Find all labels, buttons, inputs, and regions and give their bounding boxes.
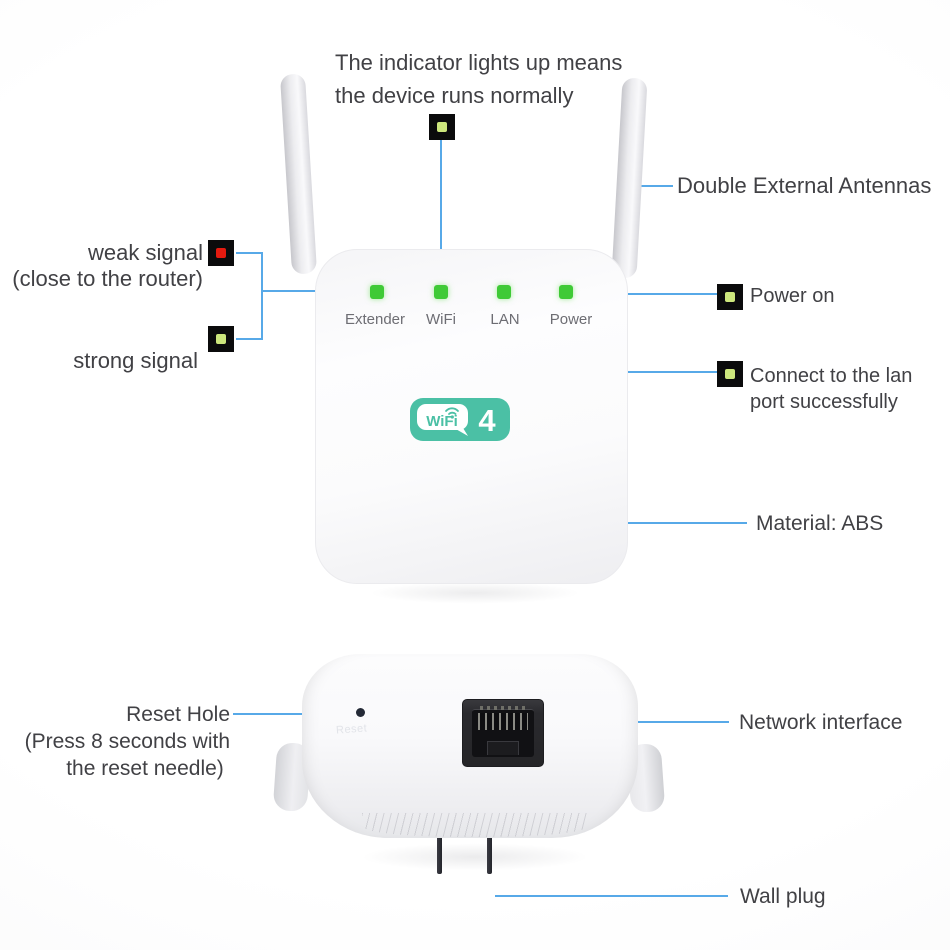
lan-led bbox=[497, 285, 511, 299]
lan-connect-line2: port successfully bbox=[750, 391, 898, 413]
reset-line3: the reset needle) bbox=[66, 757, 224, 780]
ventilation-grill bbox=[362, 813, 588, 837]
indicator-annotation-line2: the device runs normally bbox=[335, 83, 574, 108]
reset-annotation: Reset Hole (Press 8 seconds with the res… bbox=[5, 701, 230, 782]
material-callout-line bbox=[592, 522, 747, 524]
weak-signal-line1: weak signal bbox=[88, 240, 203, 265]
logo-number-text: 4 bbox=[478, 403, 496, 438]
signal-callout-junction-line bbox=[261, 252, 263, 340]
wall-plug-callout-line bbox=[495, 895, 728, 897]
reset-line2: (Press 8 seconds with bbox=[24, 730, 230, 753]
power-led-label: Power bbox=[549, 311, 593, 328]
power-on-annotation: Power on bbox=[750, 285, 835, 307]
weak-signal-callout-line bbox=[236, 252, 263, 254]
strong-signal-legend-square bbox=[208, 326, 234, 352]
indicator-annotation: The indicator lights up means the device… bbox=[335, 46, 622, 112]
logo-wifi-text: WiFi bbox=[426, 413, 458, 430]
left-antenna bbox=[279, 73, 318, 275]
weak-signal-annotation: weak signal (close to the router) bbox=[0, 240, 203, 292]
lan-connect-legend-square bbox=[717, 361, 743, 387]
power-on-legend-square bbox=[717, 284, 743, 310]
indicator-annotation-line1: The indicator lights up means bbox=[335, 50, 623, 75]
bottom-device-shadow bbox=[318, 838, 632, 876]
ethernet-port-clip-slot bbox=[487, 741, 519, 755]
green-light-icon bbox=[725, 292, 735, 302]
antennas-annotation: Double External Antennas bbox=[677, 173, 932, 198]
indicator-callout-line bbox=[440, 140, 442, 287]
network-callout-line bbox=[549, 721, 729, 723]
green-light-icon bbox=[437, 122, 447, 132]
wifi-led-label: WiFi bbox=[426, 311, 456, 328]
strong-signal-callout-line bbox=[236, 338, 263, 340]
antennas-callout-line bbox=[638, 185, 673, 187]
ethernet-port-pins bbox=[478, 713, 528, 730]
red-light-icon bbox=[216, 248, 226, 258]
extender-led bbox=[370, 285, 384, 299]
lan-connect-annotation: Connect to the lan port successfully bbox=[750, 363, 912, 415]
material-annotation: Material: ABS bbox=[756, 512, 884, 535]
wall-plug-prong-left bbox=[437, 822, 442, 874]
extender-led-label: Extender bbox=[344, 311, 406, 328]
wall-plug-prong-right bbox=[487, 822, 492, 874]
green-light-icon bbox=[216, 334, 226, 344]
weak-signal-legend-square bbox=[208, 240, 234, 266]
ethernet-port-teeth bbox=[480, 706, 526, 710]
ethernet-port bbox=[462, 699, 544, 767]
wall-plug-annotation: Wall plug bbox=[740, 885, 826, 908]
reset-line1: Reset Hole bbox=[126, 703, 230, 726]
green-light-icon bbox=[725, 369, 735, 379]
indicator-legend-square bbox=[429, 114, 455, 140]
power-on-callout-line bbox=[573, 293, 717, 295]
lan-connect-line1: Connect to the lan bbox=[750, 365, 913, 387]
wifi-led bbox=[434, 285, 448, 299]
weak-signal-line2: (close to the router) bbox=[12, 266, 203, 291]
network-annotation: Network interface bbox=[739, 711, 903, 734]
lan-led-label: LAN bbox=[490, 311, 520, 328]
ethernet-port-opening bbox=[472, 706, 534, 757]
reset-callout-line bbox=[233, 713, 356, 715]
strong-signal-annotation: strong signal bbox=[73, 348, 198, 373]
wifi4-logo: WiFi 4 bbox=[410, 398, 510, 441]
power-led bbox=[559, 285, 573, 299]
reset-hole bbox=[356, 708, 365, 717]
